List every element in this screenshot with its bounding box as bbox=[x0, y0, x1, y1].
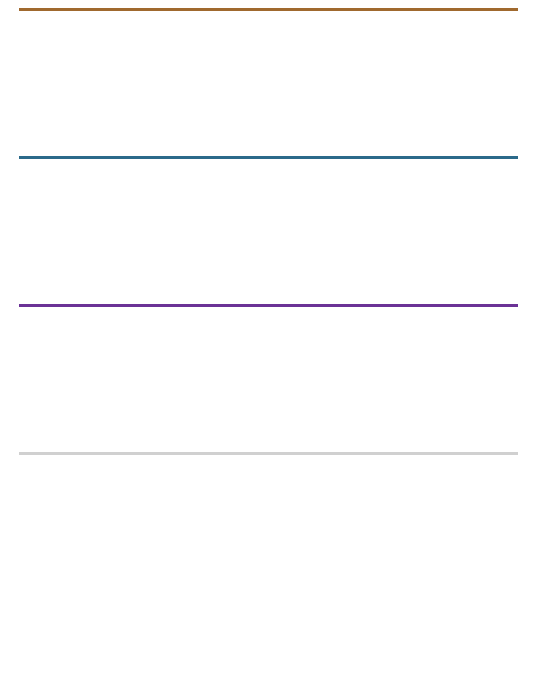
section-3-body bbox=[19, 307, 518, 434]
section-3 bbox=[19, 304, 518, 434]
section-1-body bbox=[19, 11, 518, 138]
section-2-accent-rule bbox=[19, 156, 518, 159]
section-4 bbox=[19, 452, 518, 582]
section-3-accent-rule bbox=[19, 304, 518, 307]
section-2 bbox=[19, 156, 518, 286]
section-4-body bbox=[19, 455, 518, 582]
section-2-body bbox=[19, 159, 518, 286]
section-4-divider-rule bbox=[19, 452, 518, 455]
section-1-accent-rule bbox=[19, 8, 518, 11]
section-1 bbox=[19, 8, 518, 138]
